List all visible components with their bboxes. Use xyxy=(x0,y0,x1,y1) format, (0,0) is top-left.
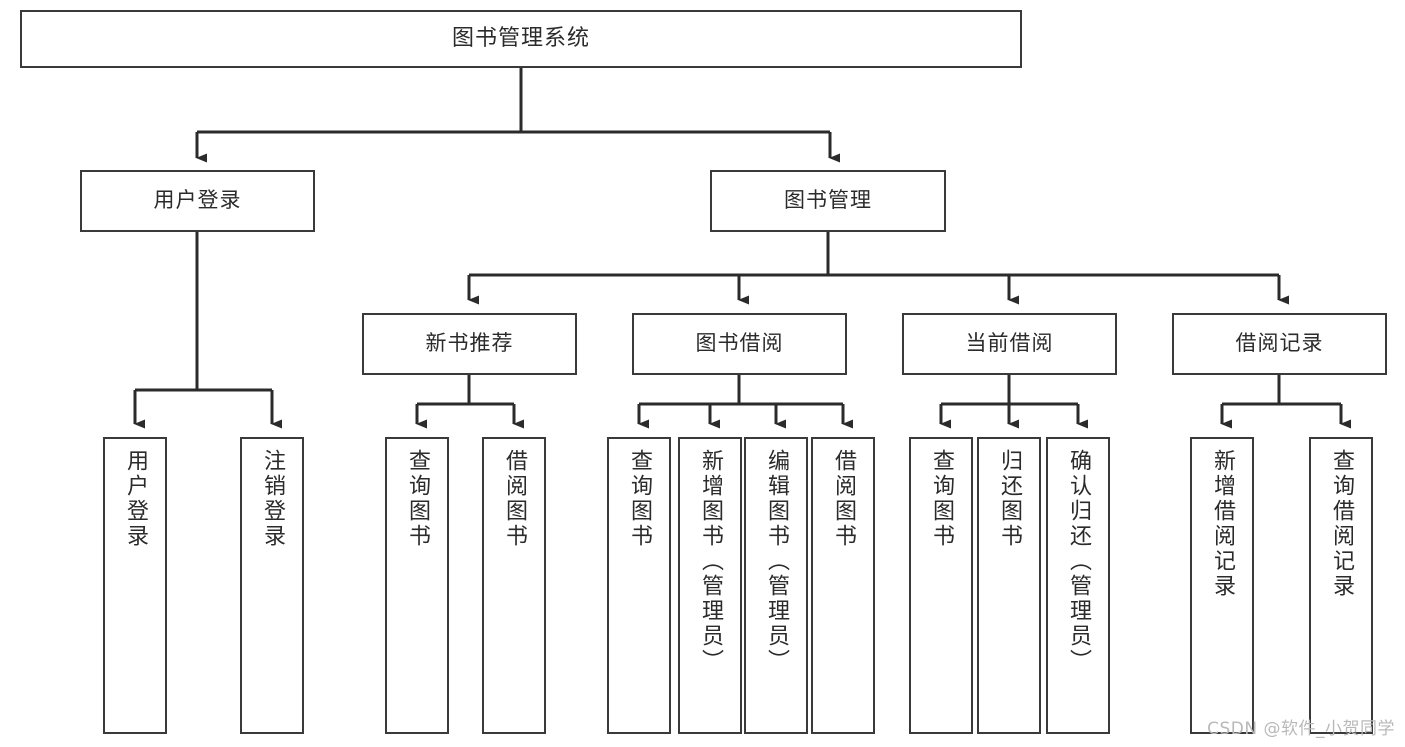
node-label: 图书管理系统 xyxy=(451,25,590,51)
node-label: 归还图书 xyxy=(997,449,1022,549)
leaf-edit-book-admin[interactable]: 编辑图书（管理员） xyxy=(744,437,808,734)
node-label: 新增图书（管理员） xyxy=(698,449,723,674)
node-user-login[interactable]: 用户登录 xyxy=(80,170,315,232)
node-new-book-recommend[interactable]: 新书推荐 xyxy=(362,313,577,375)
leaf-user-login[interactable]: 用户登录 xyxy=(103,437,167,734)
node-label: 查询图书 xyxy=(929,449,954,549)
leaf-borrow-book-recommend[interactable]: 借阅图书 xyxy=(482,437,546,734)
leaf-query-borrow-record[interactable]: 查询借阅记录 xyxy=(1309,437,1373,734)
leaf-logout[interactable]: 注销登录 xyxy=(240,437,304,734)
node-label: 新增借阅记录 xyxy=(1210,449,1235,599)
node-label: 查询图书 xyxy=(405,449,430,549)
leaf-confirm-return-admin[interactable]: 确认归还（管理员） xyxy=(1046,437,1110,734)
leaf-borrow-book[interactable]: 借阅图书 xyxy=(811,437,875,734)
node-root-book-management-system[interactable]: 图书管理系统 xyxy=(20,10,1022,68)
leaf-add-borrow-record[interactable]: 新增借阅记录 xyxy=(1190,437,1254,734)
node-book-borrow[interactable]: 图书借阅 xyxy=(632,313,847,375)
node-current-borrow[interactable]: 当前借阅 xyxy=(902,313,1117,375)
node-label: 用户登录 xyxy=(123,449,148,549)
leaf-return-book[interactable]: 归还图书 xyxy=(977,437,1041,734)
leaf-query-book-current[interactable]: 查询图书 xyxy=(909,437,973,734)
leaf-add-book-admin[interactable]: 新增图书（管理员） xyxy=(678,437,742,734)
node-label: 借阅图书 xyxy=(502,449,527,549)
node-label: 用户登录 xyxy=(153,188,242,213)
leaf-query-book-recommend[interactable]: 查询图书 xyxy=(385,437,449,734)
node-label: 借阅图书 xyxy=(831,449,856,549)
node-label: 图书管理 xyxy=(784,188,872,213)
node-label: 当前借阅 xyxy=(965,331,1054,356)
node-label: 新书推荐 xyxy=(425,331,514,356)
node-label: 编辑图书（管理员） xyxy=(764,449,789,674)
node-label: 查询借阅记录 xyxy=(1329,449,1354,599)
node-label: 确认归还（管理员） xyxy=(1066,449,1091,674)
node-book-management[interactable]: 图书管理 xyxy=(710,170,946,232)
node-label: 注销登录 xyxy=(260,449,285,549)
leaf-query-book-borrow[interactable]: 查询图书 xyxy=(607,437,671,734)
node-label: 图书借阅 xyxy=(695,331,784,356)
node-label: 查询图书 xyxy=(627,449,652,549)
node-borrow-records[interactable]: 借阅记录 xyxy=(1172,313,1387,375)
node-label: 借阅记录 xyxy=(1235,331,1324,356)
